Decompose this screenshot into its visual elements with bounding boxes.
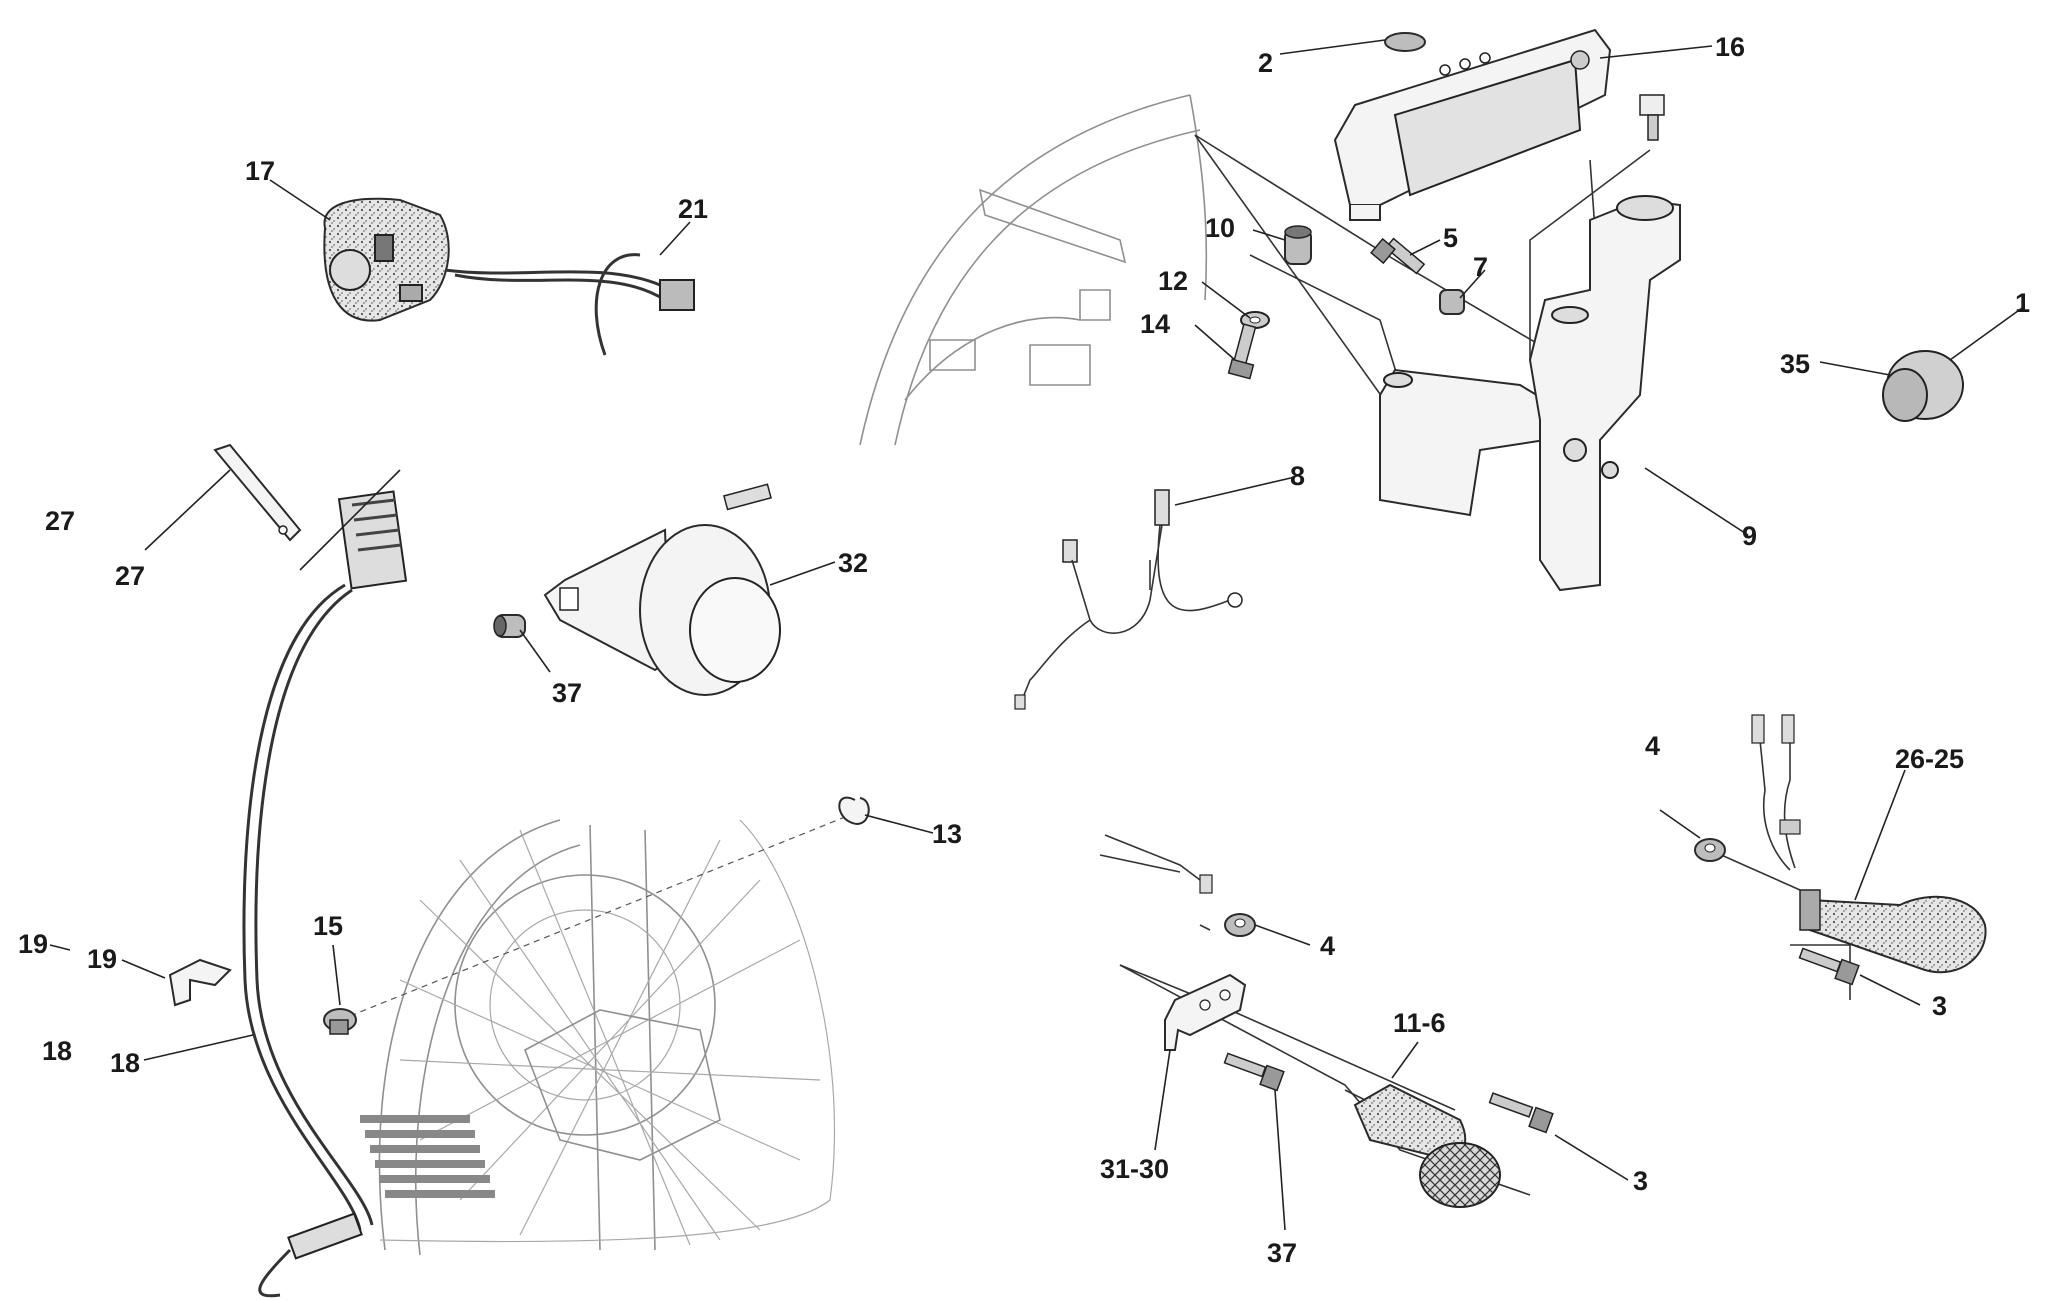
callout-label: 11-6 [1393,1008,1446,1038]
round-cap-part [1882,350,1964,422]
handlebar-switch-part [323,197,695,356]
signal-bracket-part [1164,973,1247,1051]
circlip-part [838,796,870,825]
callout-label: 19 [87,944,117,974]
callout-label: 18 [110,1048,140,1078]
callout-label: 37 [1267,1238,1297,1268]
callout-label: 13 [932,819,962,849]
horn-part [543,483,781,696]
callout-label: 5 [1443,223,1458,253]
cable-tag-part [213,443,302,542]
instrument-cluster-part [1333,28,1612,221]
mounting-bolt-part [1639,94,1665,141]
leader-lines [49,39,2023,1231]
callout-label: 35 [1780,349,1810,379]
callout-label: 19 [18,929,48,959]
turn-signal-right-part [1751,714,1987,974]
callout-label: 18 [42,1036,72,1066]
nut-4-right-part [1694,838,1726,862]
grommet-part [323,1008,357,1035]
headlight-bracket-part [1379,195,1681,592]
front-wheel-outline [360,819,836,1256]
rubber-spacer-part [1284,225,1312,265]
callout-label: 10 [1205,213,1235,243]
callout-label: 14 [1140,309,1170,339]
callout-label: 7 [1473,252,1488,282]
callout-label: 37 [552,678,582,708]
callout-label: 8 [1290,461,1305,491]
callout-label: 1 [2015,288,2030,318]
wire-leads-part [1099,834,1213,894]
callout-label: 26-25 [1895,744,1964,774]
callout-labels: 2 16 17 21 10 5 7 12 14 1 35 8 9 27 27 3… [18,32,2030,1268]
callout-label: 17 [245,156,275,186]
wiring-harness-part [1014,489,1243,710]
callout-label: 15 [313,911,343,941]
cap-part [1384,32,1426,52]
callout-label: 31-30 [1100,1154,1169,1184]
callout-label: 21 [678,194,708,224]
callout-label: 32 [838,548,868,578]
callout-label: 2 [1258,48,1273,78]
callout-label: 12 [1158,266,1188,296]
nut-4-left-part [1224,913,1256,937]
bolt-3-right-part [1798,947,1860,986]
horn-spacer-part [493,614,526,638]
callout-label: 9 [1742,521,1757,551]
nut-7-part [1439,289,1465,315]
callout-label: 3 [1932,991,1947,1021]
callout-label: 27 [115,561,145,591]
bolt-14-part [1227,323,1257,380]
speedometer-cable-part [242,490,408,1298]
callout-label: 4 [1645,731,1660,761]
front-fender-outline [859,94,1208,446]
callout-label: 4 [1320,931,1335,961]
bolt-37-part [1223,1052,1285,1092]
bolt-3-left-part [1488,1092,1554,1134]
bolt-5-part [1370,237,1426,275]
callout-label: 27 [45,506,75,536]
callout-label: 3 [1633,1166,1648,1196]
cable-clip-part [168,958,232,1007]
turn-signal-left-part [1344,1083,1501,1208]
callout-label: 16 [1715,32,1745,62]
